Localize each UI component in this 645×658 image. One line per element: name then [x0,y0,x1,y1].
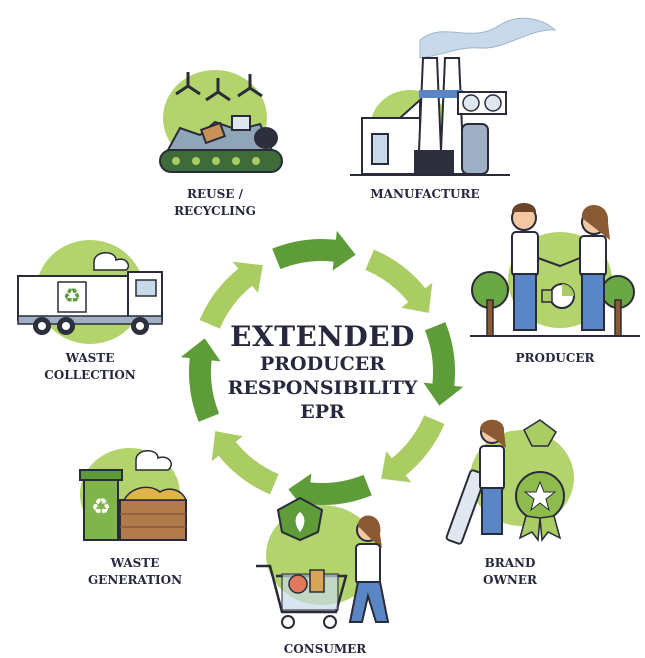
label-producer: PRODUCER [515,351,595,365]
label-waste-collection: WASTE COLLECTION [30,350,150,384]
cycle-arrow [211,431,279,495]
label-waste-gen-line1: WASTE [110,556,160,570]
cycle-arrow [272,230,356,271]
brand-owner-icon [445,419,574,545]
garbage-truck-icon [17,240,163,344]
label-manufacture: MANUFACTURE [370,187,480,201]
label-reuse-recycling: REUSE / RECYCLING [160,186,270,220]
label-waste-col-line1: WASTE [65,351,115,365]
cycle-arrow [365,249,433,313]
factory-icon [350,17,557,176]
recycle-icon: ♻ [91,495,111,520]
label-brand-owner: BRAND OWNER [470,555,550,589]
label-reuse-line1: REUSE / [187,187,243,201]
recycle-icon: ♻ [63,284,81,308]
label-brand-line1: BRAND [484,556,536,570]
label-reuse-line2: RECYCLING [174,204,256,218]
label-brand-line2: OWNER [482,573,538,587]
center-subtitle-1: PRODUCER [259,353,386,375]
waste-bins-icon [79,448,188,541]
center-subtitle-2: RESPONSIBILITY [227,377,418,399]
cycle-arrow [381,415,445,483]
recycling-conveyor-icon [159,70,283,173]
handshake-producers-icon [470,203,640,337]
center-title: EXTENDED [230,320,415,353]
cycle-arrow [423,322,464,406]
center-subtitle-3: EPR [300,401,345,423]
cycle-arrows [180,230,464,514]
consumer-shopping-icon [256,496,390,629]
label-waste-gen-line2: GENERATION [87,573,183,587]
label-waste-generation: WASTE GENERATION [75,555,195,589]
recycle-symbols: ♻♻ [63,284,111,521]
label-waste-col-line2: COLLECTION [44,368,136,382]
label-consumer: CONSUMER [283,642,367,656]
cycle-arrow [199,261,263,329]
cycle-arrow [180,338,221,422]
